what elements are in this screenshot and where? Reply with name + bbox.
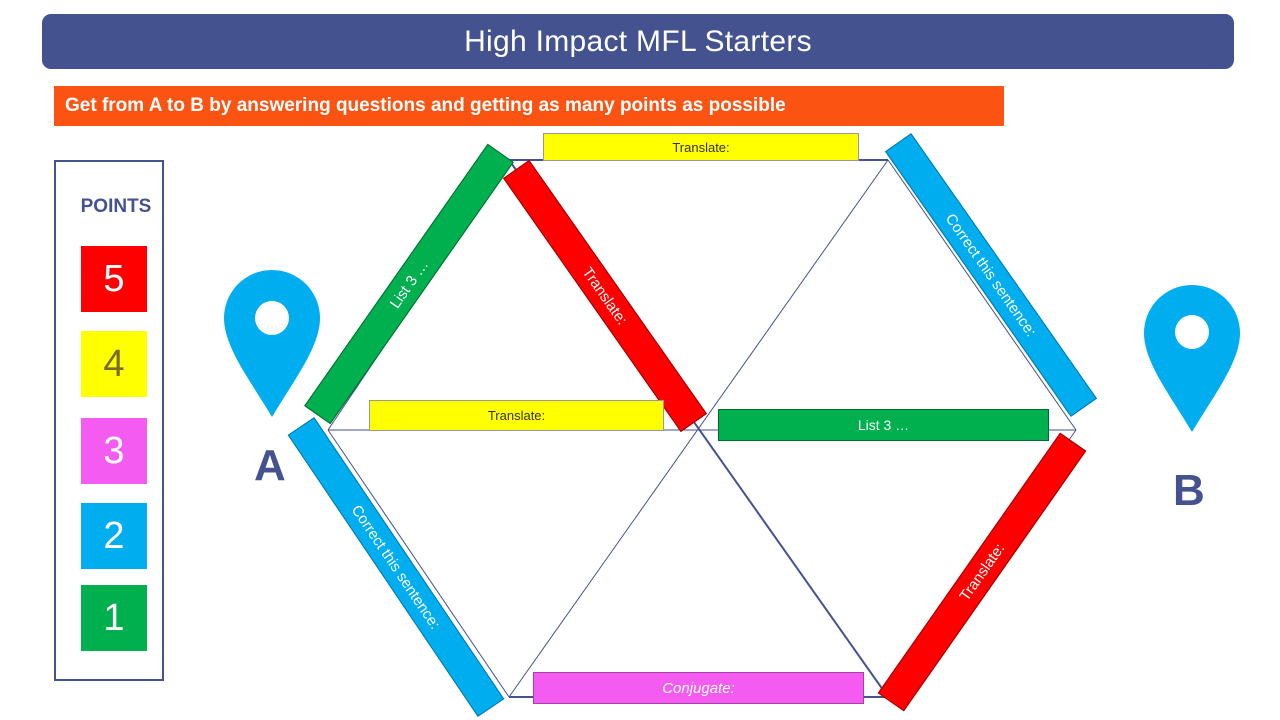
strip-top-translate[interactable]: Translate: — [543, 133, 859, 161]
end-label: B — [1173, 466, 1205, 515]
title-banner: High Impact MFL Starters — [42, 14, 1234, 69]
page-title: High Impact MFL Starters — [464, 24, 812, 58]
points-tile-4: 4 — [81, 331, 147, 397]
start-label: A — [254, 441, 286, 490]
points-label: POINTS — [80, 196, 152, 217]
location-pin-a-icon — [224, 270, 320, 417]
strip-middle-left-translate[interactable]: Translate: — [369, 400, 664, 431]
strip-bottom-conjugate[interactable]: Conjugate: — [533, 672, 864, 704]
points-tile-2: 2 — [81, 503, 147, 569]
points-tile-3: 3 — [81, 418, 147, 484]
instruction-banner: Get from A to B by answering questions a… — [54, 86, 1004, 126]
location-pin-b-icon — [1144, 285, 1240, 432]
strip-middle-right-list[interactable]: List 3 … — [718, 409, 1049, 441]
points-tile-5: 5 — [81, 246, 147, 312]
points-panel: POINTS 5 4 3 2 1 — [54, 160, 164, 681]
points-tile-1: 1 — [81, 585, 147, 651]
